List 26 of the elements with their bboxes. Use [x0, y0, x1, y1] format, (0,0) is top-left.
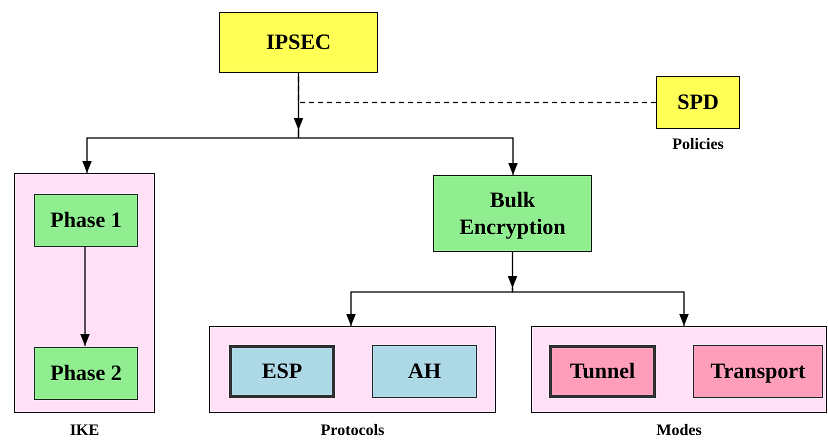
- arrow: [508, 252, 518, 288]
- box-label: Phase 1: [50, 207, 122, 234]
- arrow: [298, 130, 518, 175]
- box-label: Bulk Encryption: [458, 187, 567, 240]
- process-box: [549, 345, 656, 398]
- box-label: AH: [408, 358, 441, 385]
- panel-label: Protocols: [320, 422, 384, 440]
- arrow: [80, 246, 90, 346]
- box-label: Phase 2: [50, 360, 122, 387]
- arrow: [294, 73, 304, 130]
- box-label: Tunnel: [570, 358, 636, 385]
- box-label: Transport: [710, 358, 806, 385]
- panel-label: Modes: [656, 422, 702, 440]
- panel-label: IKE: [70, 422, 100, 440]
- process-box: [219, 12, 378, 73]
- process-box: [693, 345, 823, 398]
- process-box: [34, 194, 138, 247]
- arrow: [512, 288, 689, 326]
- box-label: IPSEC: [266, 29, 331, 56]
- box-label: SPD: [677, 89, 719, 116]
- process-box: [433, 175, 592, 252]
- process-box: [372, 345, 477, 398]
- process-box: [229, 345, 335, 398]
- box-label: ESP: [262, 358, 302, 385]
- process-box: [34, 347, 138, 400]
- caption-label: Policies: [672, 136, 724, 154]
